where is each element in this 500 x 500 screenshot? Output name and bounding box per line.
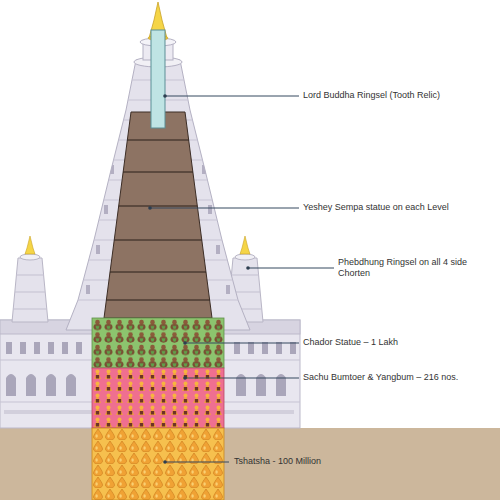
temple-base (20, 342, 26, 354)
leader-dot (183, 376, 187, 380)
main-tower (202, 165, 206, 174)
temple-base (236, 374, 246, 396)
side-chorten (16, 275, 44, 276)
leader-dot (246, 266, 250, 270)
temple-base (276, 374, 286, 396)
temple-base (276, 342, 282, 354)
callout-text: Yeshey Sempa statue on each Level (303, 202, 449, 213)
main-tower (60, 140, 260, 141)
callout-label: Phebdhung Ringsel on all 4 side Chorten (338, 257, 476, 280)
side-chorten (12, 258, 48, 322)
temple-base (248, 342, 254, 354)
leader-line (185, 343, 299, 344)
temple-base (34, 342, 40, 354)
side-chorten (231, 275, 259, 276)
side-chorten (235, 254, 255, 260)
ground-band (0, 428, 500, 500)
main-tower (86, 285, 90, 294)
leader-line (165, 462, 229, 463)
inner-chamber (90, 300, 230, 301)
leader-dot (183, 341, 187, 345)
temple-base (262, 342, 268, 354)
callout-text: Phebdhung Ringsel on all 4 side Chorten (338, 257, 476, 280)
temple-base (6, 342, 12, 354)
inner-chamber (90, 140, 230, 141)
main-tower (60, 240, 260, 241)
side-chorten (25, 236, 35, 254)
leader-dot (148, 206, 152, 210)
main-tower (110, 165, 114, 174)
leader-line (165, 96, 299, 97)
inner-chamber (90, 172, 230, 173)
temple-base (26, 374, 36, 396)
temple-base (234, 342, 240, 354)
leader-dot (163, 94, 167, 98)
main-tower (60, 300, 260, 301)
callout-text: Lord Buddha Ringsel (Tooth Relic) (303, 90, 440, 101)
inner-chamber (90, 272, 230, 273)
callout-label: Yeshey Sempa statue on each Level (303, 202, 449, 213)
leader-line (150, 96, 334, 462)
inner-chamber (90, 206, 230, 207)
main-tower (216, 245, 220, 254)
temple-base (256, 374, 266, 396)
callout-text: Chador Statue – 1 Lakh (303, 337, 398, 348)
temple-base (48, 342, 54, 354)
sachu-chamber (92, 368, 224, 428)
temple-base (290, 342, 296, 354)
inner-chamber (104, 112, 212, 318)
temple-base (6, 374, 16, 396)
main-tower (104, 205, 108, 214)
side-chorten (240, 236, 250, 254)
main-tower (208, 205, 212, 214)
inner-chamber (151, 30, 165, 128)
callout-text: Sachu Bumtoer & Yangbum – 216 nos. (303, 372, 458, 383)
side-chorten (20, 254, 40, 260)
callout-label: Tshatsha - 100 Million (234, 456, 321, 467)
temple-base (66, 374, 76, 396)
inner-chamber (90, 30, 230, 318)
main-tower (226, 285, 230, 294)
callout-label: Chador Statue – 1 Lakh (303, 337, 398, 348)
inner-chamber (90, 140, 230, 300)
main-tower (96, 245, 100, 254)
callout-text: Tshatsha - 100 Million (234, 456, 321, 467)
leader-dot (163, 460, 167, 464)
callout-label: Sachu Bumtoer & Yangbum – 216 nos. (303, 372, 458, 383)
leader-line (185, 378, 299, 379)
inner-chamber (90, 240, 230, 241)
leader-dot (148, 94, 250, 464)
side-chorten (15, 292, 45, 293)
main-tower (60, 2, 260, 330)
temple-base (62, 342, 68, 354)
leader-line (248, 268, 334, 269)
tshatsha-chamber (92, 428, 224, 500)
temple-base (46, 374, 56, 396)
side-chorten (13, 309, 47, 310)
leader-line (150, 208, 299, 209)
temple-base (76, 342, 82, 354)
callout-label: Lord Buddha Ringsel (Tooth Relic) (303, 90, 440, 101)
